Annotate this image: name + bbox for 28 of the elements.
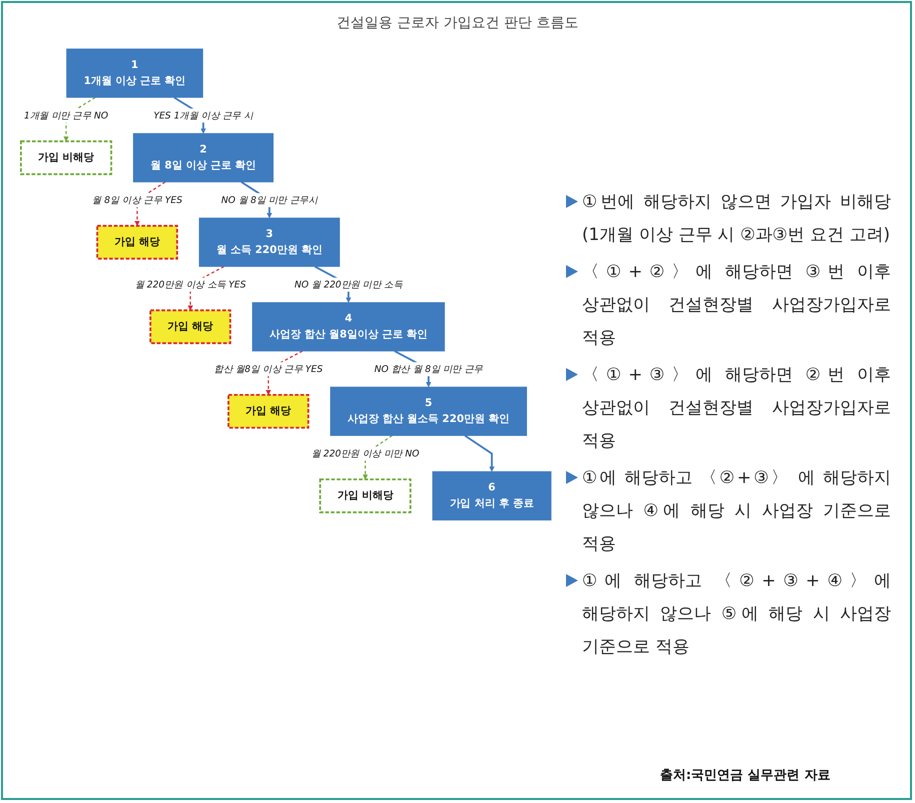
node-box: 가입 비해당 — [20, 140, 112, 176]
edge-label: NO 합산 월 8일 미만 근무 — [374, 363, 483, 374]
edge-label: 월 8일 이상 근무 YES — [92, 194, 182, 206]
edge-label: 합산 월8일 이상 근무 YES — [214, 363, 323, 374]
note-text: ①에 해당하고 〈②+③〉 에 해당하지 않으나 ④에 해당 시 사업장 기준으로 적용 — [582, 467, 891, 556]
node-box: 1 1개월 이상 근로 확인 — [66, 48, 204, 98]
note-text: ①번에 해당하지 않으면 가입자 비해당(1개월 이상 근무 시 ②과③번 요건 고려) — [582, 191, 891, 247]
note-text: 〈①+③〉에 해당하면 ②번 이후 상관없이 건설현장별 사업장가입자로 적용 — [582, 364, 891, 453]
node-box: 가입 해당 — [228, 394, 310, 429]
edge-label: NO 월 220만원 미만 소득 — [294, 278, 402, 290]
node-box: 가입 해당 — [96, 224, 178, 260]
arrow — [464, 434, 495, 472]
edge-label: YES 1개월 이상 근무 시 — [154, 110, 254, 121]
node-box: 3 월 소득 220만원 확인 — [198, 218, 340, 267]
source-caption: 출처:국민연금 실무관련 자료 — [660, 767, 830, 784]
diagram-title: 건설일용 근로자 가입요건 판단 흐름도 — [336, 14, 580, 32]
edge-label: 1개월 미만 근무 NO — [24, 110, 108, 121]
node-box: 가입 비해당 — [319, 478, 412, 514]
node-box: 4 사업장 합산 월8일이상 근로 확인 — [252, 302, 445, 352]
edge-label: 월 220만원 이상 미만 NO — [311, 448, 420, 459]
note-text: ①에 해당하고 〈②+③+④〉에 해당하지 않으나 ⑤에 해당 시 사업장 기준으로 적용 — [582, 570, 891, 659]
node-box: 5 사업장 합산 월소득 220만원 확인 — [330, 386, 527, 436]
note-text: 〈①+②〉에 해당하면 ③번 이후 상관없이 건설현장별 사업장가입자로 적용 — [582, 261, 891, 350]
node-box: 가입 해당 — [150, 309, 232, 344]
edge-label: NO 월 8일 미만 근무시 — [221, 194, 318, 206]
node-box: 2 월 8일 이상 근로 확인 — [133, 133, 274, 182]
node-box: 6 가입 처리 후 종료 — [432, 471, 552, 520]
edge-label: 월 220만원 이상 소득 YES — [134, 278, 246, 290]
